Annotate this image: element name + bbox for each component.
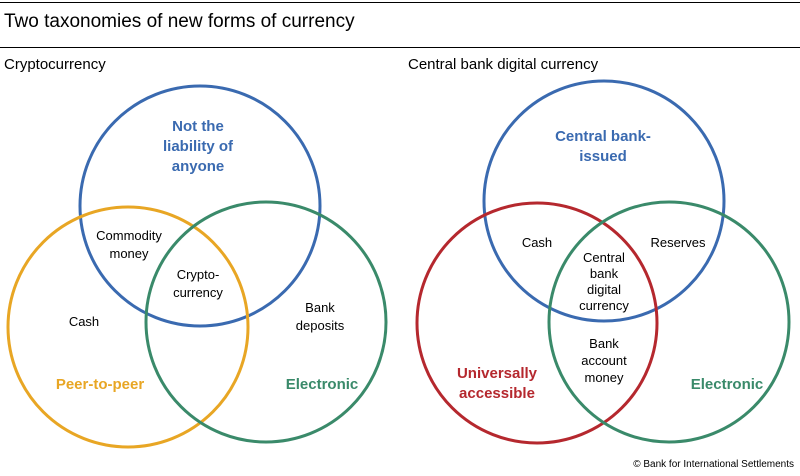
figure-title: Two taxonomies of new forms of currency (4, 11, 355, 32)
left-panel-title: Cryptocurrency (4, 56, 106, 73)
cash-label-right: Cash (522, 235, 552, 250)
electronic-label-right: Electronic (691, 376, 764, 393)
peer-to-peer-label: Peer-to-peer (56, 376, 145, 393)
universally-accessible-circle (415, 201, 659, 445)
electronic-circle-left (144, 200, 388, 444)
top-rule (0, 2, 800, 3)
electronic-label-left: Electronic (286, 376, 359, 393)
not-liability-circle (78, 84, 322, 328)
cryptocurrency-label: Crypto-currency (173, 267, 223, 300)
peer-to-peer-circle (6, 205, 250, 449)
right-panel-title: Central bank digital currency (408, 56, 599, 73)
title-rule (0, 47, 800, 48)
central-bank-issued-circle (482, 79, 726, 323)
electronic-circle-right (547, 200, 791, 444)
central-bank-issued-label: Central bank-issued (555, 128, 651, 165)
reserves-label: Reserves (651, 235, 706, 250)
cash-label-left: Cash (69, 314, 99, 329)
source-note: © Bank for International Settlements (633, 459, 794, 470)
